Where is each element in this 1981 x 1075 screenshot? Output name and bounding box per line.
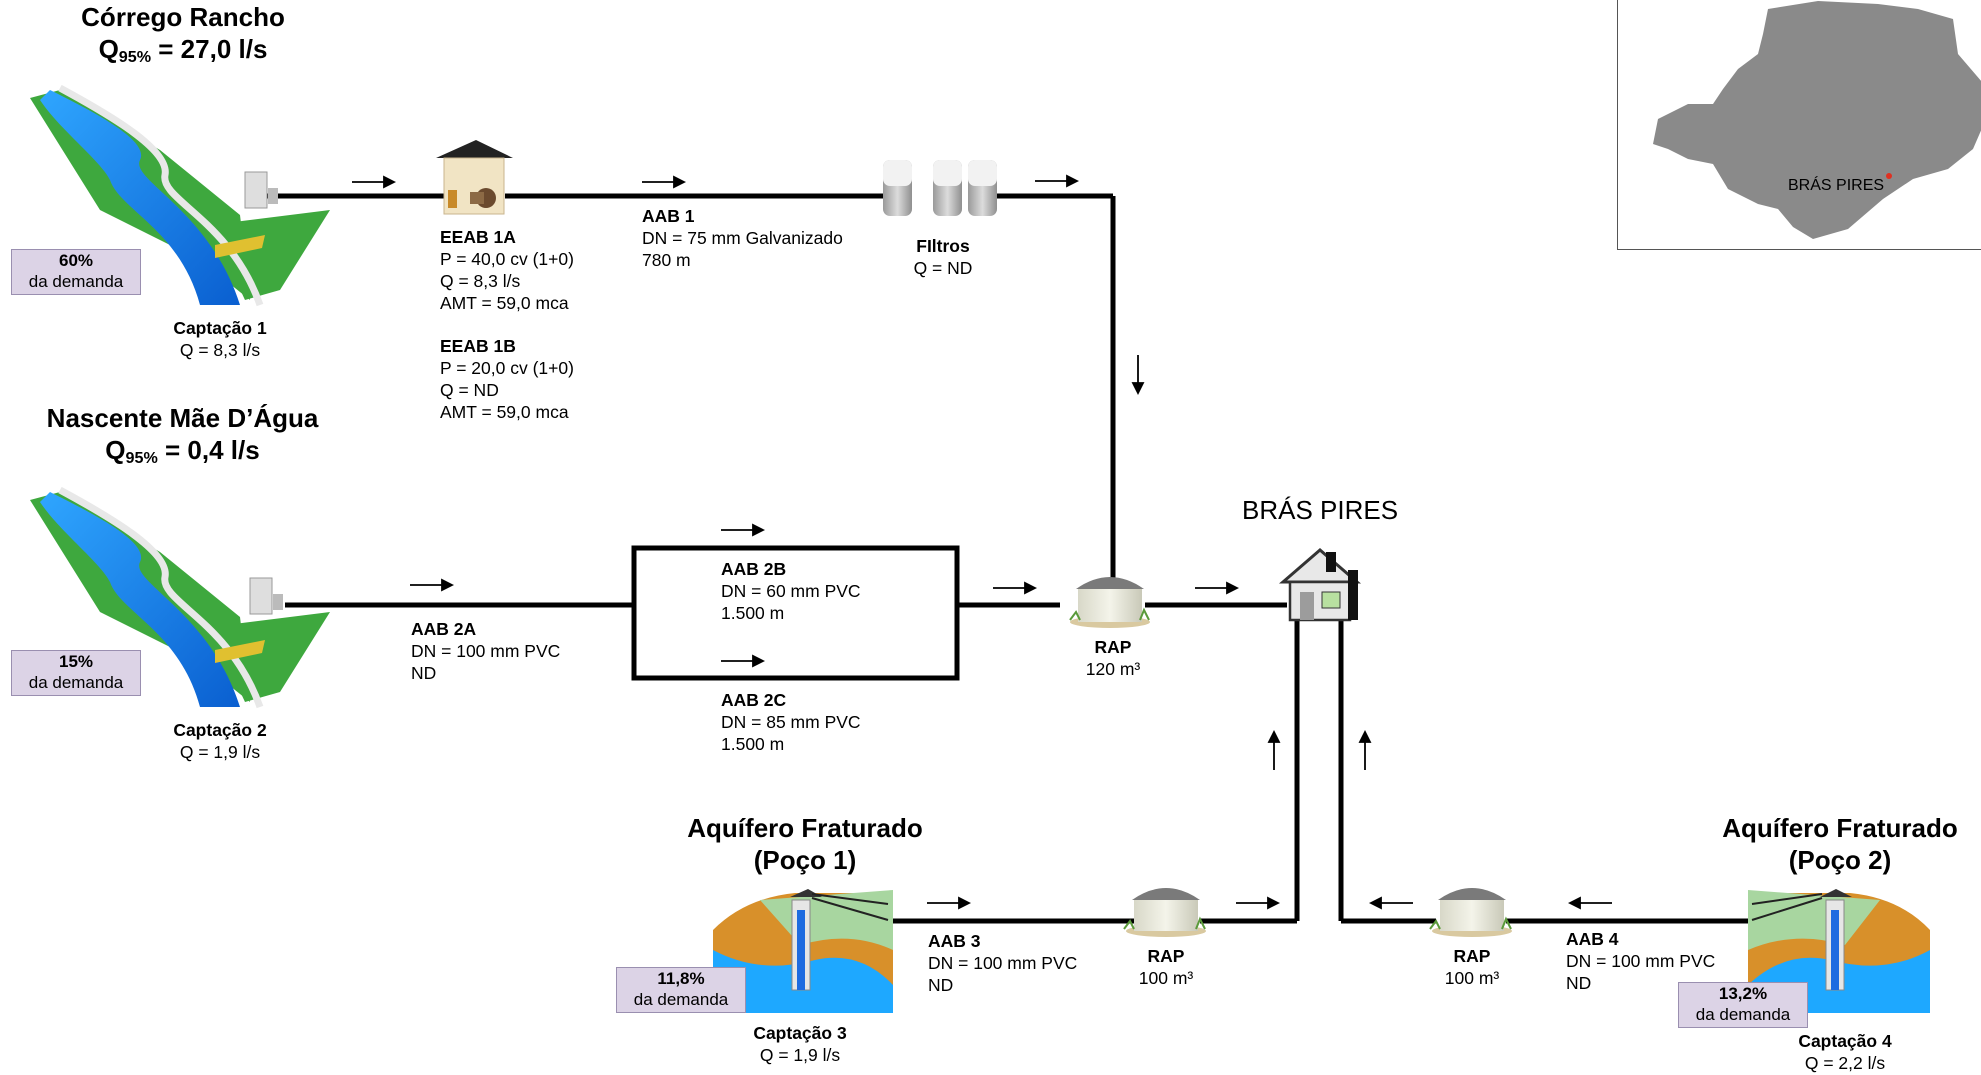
arrow-right-icon [1195,581,1240,595]
location-map: BRÁS PIRES [1617,0,1981,250]
eeab-1b-label: EEAB 1B P = 20,0 cv (1+0) Q = ND AMT = 5… [440,336,574,422]
arrow-left-icon [1368,896,1413,910]
arrow-right-icon [721,654,766,668]
arrow-right-icon [1035,174,1080,188]
title-poco2: Aquífero Fraturado (Poço 2) [1722,813,1958,875]
arrow-up-icon [1358,729,1372,770]
demand-badge-c4: 13,2%da demanda [1678,982,1808,1028]
arrow-right-icon [410,578,455,592]
pipes [265,193,1752,924]
arrow-right-icon [993,581,1038,595]
well-icon [713,889,893,1013]
reservoir-tank-icon [1069,577,1150,628]
arrow-right-icon [642,175,687,189]
title-nascente: Nascente Mãe D’Água Q95% = 0,4 l/s [46,403,319,467]
canal-intake-icon [30,84,330,307]
map-city-label: BRÁS PIRES [1788,177,1885,194]
canal-intake-icon [30,486,330,709]
demand-badge-c3: 11,8%da demanda [616,967,746,1013]
arrow-left-icon [1567,896,1612,910]
reservoir-tank-icon [1429,888,1512,937]
house-icon [1278,548,1362,622]
arrow-down-icon [1131,355,1145,396]
demand-badge-c2: 15%da demanda [11,650,141,696]
flow-arrows [352,174,1612,910]
arrow-right-icon [927,896,972,910]
title-poco1: Aquífero Fraturado (Poço 1) [687,813,923,875]
arrow-right-icon [352,175,397,189]
city-name: BRÁS PIRES [1242,495,1399,525]
location-marker-icon [1886,173,1892,179]
title-corrego: Córrego Rancho Q95% = 27,0 l/s [81,2,285,66]
arrow-right-icon [721,523,766,537]
reservoir-tank-icon [1123,888,1206,937]
arrow-up-icon [1267,729,1281,770]
demand-badge-c1: 60%da demanda [11,249,141,295]
arrow-right-icon [1236,896,1281,910]
pipe-aab2-loop [631,545,960,681]
pump-station-icon [436,140,513,215]
state-map-shape [1653,1,1981,239]
eeab-1a-label: EEAB 1A P = 40,0 cv (1+0) Q = 8,3 l/s AM… [440,227,574,313]
filters-icon [883,160,997,216]
